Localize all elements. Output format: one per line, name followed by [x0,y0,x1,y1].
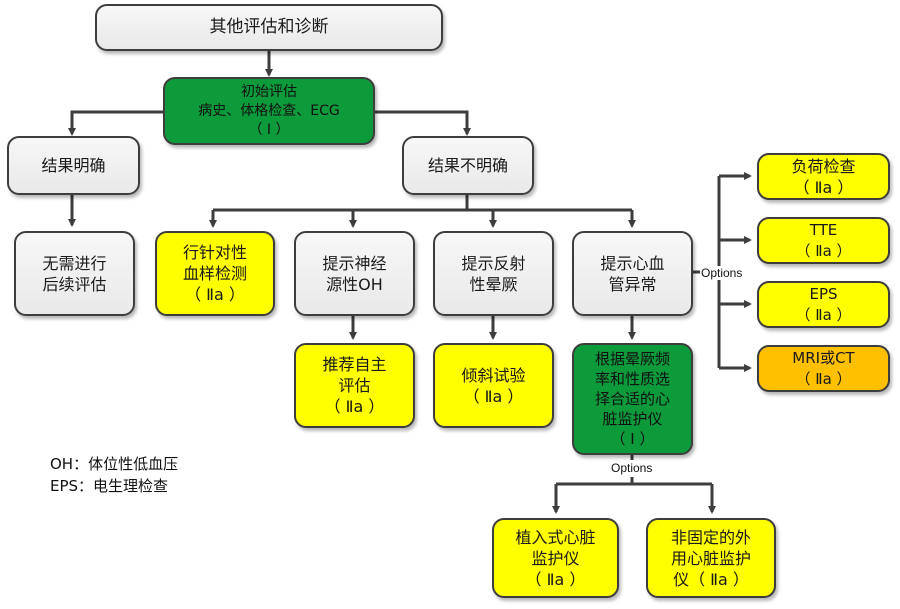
legend-oh: OH：体位性低血压 [50,455,179,473]
legend-eps: EPS：电生理检查 [50,477,169,495]
node-text-line: （ Ⅱa ） [793,177,854,197]
options-label-monitor: Options [610,461,654,475]
node-text-line: 结果明确 [41,156,106,175]
node-tte: TTE （ Ⅱa ） [757,217,890,264]
options-label-cardio: Options [700,266,744,280]
node-reflex-syncope: 提示反射性晕厥 [433,231,554,316]
edge-initial-unclear [374,110,471,136]
node-text-line: 病史、体格检查、ECG [198,102,340,119]
node-text-line: （ Ⅱa ） [463,386,524,406]
node-text-line: 负荷检查 [791,156,856,176]
node-text-line: 推荐自主 [322,355,387,374]
node-text-line: TTE [809,220,838,239]
node-eps: EPS （ Ⅱa ） [757,281,890,328]
node-text-line: 非固定的外 [670,527,751,547]
node-text-line: 后续评估 [42,274,107,294]
node-text-line: （ Ⅱa ） [795,369,852,388]
node-text-line: 倾斜试验 [461,365,526,385]
node-text-line: 脏监护仪 [602,410,663,428]
node-external-monitor: 非固定的外用心脏监护仪（ Ⅱa ） [646,518,776,598]
node-text-line: （ Ⅱa ） [795,241,852,260]
edge-unclear-bus [213,195,632,212]
node-initial-evaluation: 初始评估病史、体格检查、ECG （ Ⅰ ） [163,77,375,145]
legend: OH：体位性低血压 EPS：电生理检查 [50,453,178,497]
node-neurogenic-oh: 提示神经源性OH [294,231,415,316]
node-implantable-monitor: 植入式心脏监护仪（ Ⅱa ） [492,518,619,598]
node-targeted-blood-test: 行针对性血样检测 （ Ⅱa ） [155,231,275,316]
node-text-line: 源性OH [326,274,383,294]
node-text-line: 性晕厥 [469,274,518,294]
node-autonomic-evaluation: 推荐自主评估 （ Ⅱa ） [294,343,415,428]
node-text-line: 无需进行 [42,253,107,273]
node-tilt-test: 倾斜试验（ Ⅱa ） [433,343,554,428]
node-no-further-evaluation: 无需进行后续评估 [14,231,135,316]
node-text-line: 其他评估和诊断 [209,17,329,37]
node-stress-test: 负荷检查（ Ⅱa ） [757,153,890,200]
node-text-line: 结果不明确 [427,156,508,175]
node-text-line: （ Ⅱa ） [795,305,852,324]
node-text-line: （ Ⅰ ） [610,430,655,448]
node-text-line: 管异常 [608,274,657,294]
node-text-line: 行针对性 [182,243,247,262]
node-text-line: EPS [809,284,838,303]
node-text-line: （ Ⅱa ） [525,569,586,589]
node-text-line: （ Ⅰ ） [248,121,290,138]
node-text-line: 根据晕厥频 [594,350,670,368]
node-text-line: 择合适的心 [594,390,670,408]
node-text-line: 用心脏监护 [670,548,751,568]
node-mri-ct: MRI或CT （ Ⅱa ） [757,345,890,392]
node-text-line: 仪（ Ⅱa ） [673,569,749,589]
node-text-line: 率和性质选 [594,370,670,388]
node-text-line: 初始评估 [241,83,297,100]
node-text-line: MRI或CT [792,348,855,367]
node-text-line: 评估 [338,376,371,395]
node-result-clear: 结果明确 [7,136,140,195]
node-other-evaluation: 其他评估和诊断 [95,4,443,51]
node-text-line: 提示神经 [322,253,387,273]
node-text-line: 血样检测 [182,264,247,283]
node-cardiac-monitor-selection: 根据晕厥频率和性质选择合适的心脏监护仪 （ Ⅰ ） [572,343,693,455]
node-text-line: （ Ⅱa ） [185,285,245,304]
edge-initial-clear [68,110,164,136]
node-cardiovascular-abnormality: 提示心血管异常 [572,231,693,316]
node-text-line: 提示心血 [600,253,665,273]
node-text-line: 监护仪 [531,548,580,568]
node-text-line: （ Ⅱa ） [324,397,385,416]
node-result-unclear: 结果不明确 [402,136,534,195]
node-text-line: 植入式心脏 [515,527,596,547]
node-text-line: 提示反射 [461,253,526,273]
